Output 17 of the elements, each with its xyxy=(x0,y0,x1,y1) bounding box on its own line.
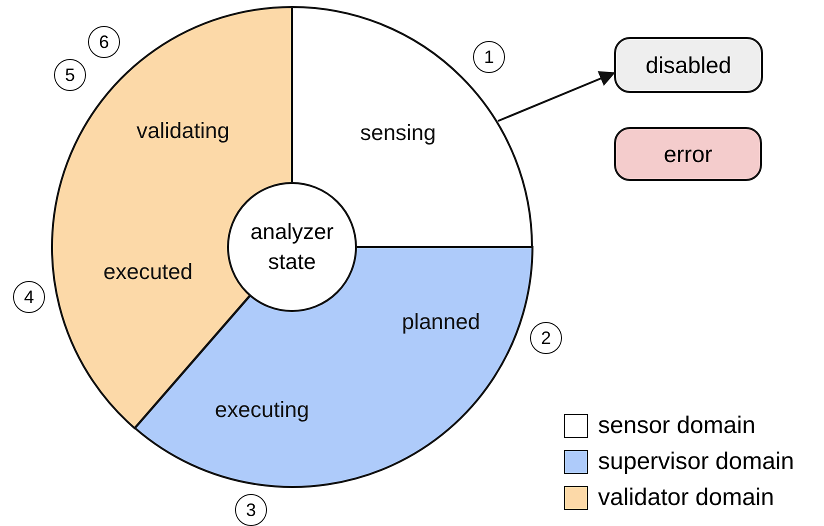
state-label: validating xyxy=(136,118,230,144)
callout-number: 4 xyxy=(13,281,45,313)
legend-label: validator domain xyxy=(598,484,774,512)
state-label: executing xyxy=(214,397,310,423)
callout-number: 6 xyxy=(88,26,120,58)
callout-number: 1 xyxy=(473,41,505,73)
state-label: executed xyxy=(103,259,193,285)
callout-number: 3 xyxy=(235,494,267,526)
arrow xyxy=(498,71,616,122)
state-label: planned xyxy=(402,309,480,335)
state-box: error xyxy=(614,127,762,181)
callout-number: 5 xyxy=(54,59,86,91)
callout-number: 2 xyxy=(530,322,562,354)
state-label: sensing xyxy=(360,120,436,146)
state-box: disabled xyxy=(614,37,763,93)
legend-label: sensor domain xyxy=(598,412,756,440)
legend-label: supervisor domain xyxy=(598,448,794,476)
